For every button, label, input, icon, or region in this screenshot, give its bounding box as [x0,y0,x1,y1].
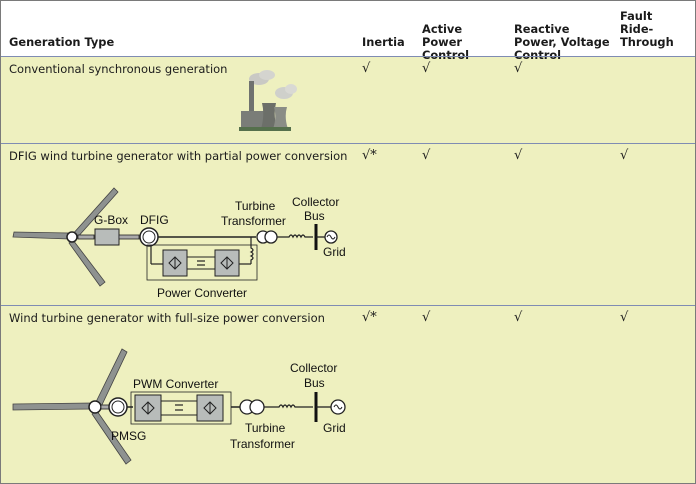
full-size-converter-diagram: PMSG PWM Converter Turbine Transformer [12,348,346,465]
bus-label: Bus [304,209,325,223]
active-power-check: √ [422,148,431,163]
inertia-check: √* [362,310,377,325]
gbox-label: G-Box [94,213,128,227]
header-inertia: Inertia [362,35,405,49]
inertia-check: √ [362,61,371,76]
table-header: Generation Type Inertia Active Power Con… [1,1,695,62]
dfig-label: DFIG [140,213,169,227]
table-row-full-size: Wind turbine generator with full-size po… [1,305,695,484]
row-label: Wind turbine generator with full-size po… [9,311,325,325]
blade-left [12,402,92,411]
collector-label: Collector [290,361,337,375]
blade-left [12,231,70,240]
hub-icon [88,400,102,414]
transformer-label: Transformer [230,437,295,451]
turbine-label: Turbine [235,199,276,213]
power-converter-label: Power Converter [157,286,247,300]
row-label: Conventional synchronous generation [9,62,228,76]
blade-down [68,239,106,287]
grid-label: Grid [323,421,346,435]
hub-icon [66,231,78,243]
bus-label: Bus [304,376,325,390]
fault-ride-check: √ [620,310,629,325]
active-power-check: √ [422,61,431,76]
header-fault-ride-through: Fault Ride-Through [620,9,674,49]
header-reactive-power: Reactive Power, Voltage Control [514,22,610,62]
reactive-power-check: √ [514,310,523,325]
inertia-check: √* [362,148,377,163]
fault-ride-check: √ [620,148,629,163]
row-label: DFIG wind turbine generator with partial… [9,149,348,163]
transformer-label: Transformer [221,214,286,228]
power-plant-icon [239,70,297,131]
header-generation-type: Generation Type [9,35,115,49]
dfig-diagram: G-Box DFIG [12,187,346,300]
active-power-check: √ [422,310,431,325]
reactive-power-check: √ [514,148,523,163]
gearbox-icon [94,228,120,246]
reactive-power-check: √ [514,61,523,76]
table-row-dfig: DFIG wind turbine generator with partial… [1,143,695,302]
pwm-converter-label: PWM Converter [133,377,218,391]
header-active-power: Active Power Control [422,22,470,62]
turbine-label: Turbine [245,421,286,435]
grid-label: Grid [323,245,346,259]
pmsg-label: PMSG [111,429,146,443]
table-row-conventional: Conventional synchronous generation √ √ … [1,56,695,142]
collector-label: Collector [292,195,339,209]
